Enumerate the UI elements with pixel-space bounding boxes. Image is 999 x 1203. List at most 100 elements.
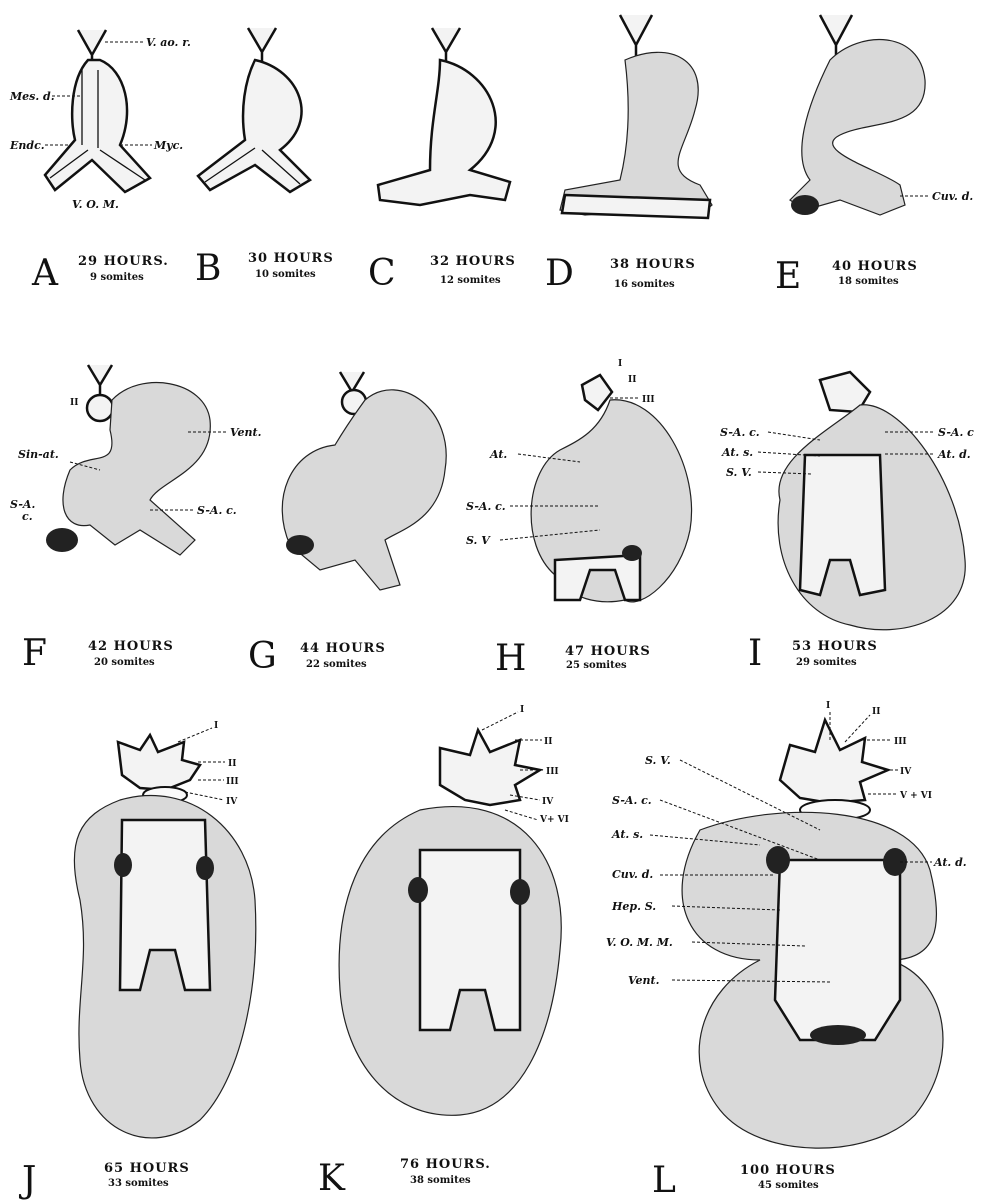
label-e-cuvd: Cuv. d. (900, 190, 973, 203)
figure-f (46, 365, 210, 555)
svg-text:Sin-at.: Sin-at. (18, 448, 59, 461)
stage-caption-f: F 42 HOURS 20 somites (22, 633, 174, 674)
stage-caption-g: G 44 HOURS 22 somites (248, 636, 386, 677)
svg-text:Myc.: Myc. (153, 139, 183, 152)
svg-text:53 HOURS: 53 HOURS (792, 639, 878, 654)
svg-text:III: III (642, 395, 655, 405)
svg-text:I: I (826, 701, 830, 711)
svg-text:V + VI: V + VI (899, 791, 932, 801)
svg-text:47 HOURS: 47 HOURS (565, 644, 651, 659)
svg-text:F: F (22, 633, 47, 674)
svg-text:D: D (545, 253, 574, 294)
svg-text:65 HOURS: 65 HOURS (104, 1161, 190, 1176)
svg-text:At.: At. (489, 448, 507, 461)
svg-text:29 somites: 29 somites (796, 657, 857, 668)
stage-caption-h: H 47 HOURS 25 somites (495, 638, 651, 679)
svg-text:Vent.: Vent. (628, 974, 660, 987)
svg-text:Cuv. d.: Cuv. d. (612, 868, 653, 881)
figure-g (282, 372, 446, 590)
figure-a (45, 30, 150, 192)
stage-caption-a: A 29 HOURS. 9 somites (31, 253, 169, 294)
svg-text:K: K (318, 1158, 346, 1199)
svg-text:V. O. M. M.: V. O. M. M. (606, 936, 673, 949)
stage-caption-d: D 38 HOURS 16 somites (545, 253, 696, 294)
svg-text:B: B (195, 248, 221, 289)
svg-text:III: III (894, 737, 907, 747)
svg-text:II: II (628, 375, 636, 385)
svg-text:32 HOURS: 32 HOURS (430, 254, 516, 269)
svg-text:18 somites: 18 somites (838, 276, 899, 287)
svg-text:Endc.: Endc. (9, 139, 45, 152)
svg-text:45 somites: 45 somites (758, 1180, 819, 1191)
svg-text:38 somites: 38 somites (410, 1175, 471, 1186)
svg-text:S-A. c.: S-A. c. (612, 794, 652, 807)
svg-text:V+ VI: V+ VI (539, 815, 569, 825)
svg-text:12 somites: 12 somites (440, 275, 501, 286)
svg-text:30 HOURS: 30 HOURS (248, 251, 334, 266)
svg-text:I: I (748, 633, 762, 674)
svg-text:I: I (520, 705, 524, 715)
svg-text:38 HOURS: 38 HOURS (610, 257, 696, 272)
svg-text:II: II (544, 737, 552, 747)
svg-text:42 HOURS: 42 HOURS (88, 639, 174, 654)
svg-text:G: G (248, 636, 277, 677)
figure-k (339, 730, 561, 1115)
svg-text:Vent.: Vent. (230, 426, 262, 439)
svg-text:IV: IV (226, 797, 238, 807)
svg-text:III: III (226, 777, 239, 787)
figure-j (74, 735, 255, 1138)
svg-text:9 somites: 9 somites (90, 272, 144, 283)
svg-text:III: III (546, 767, 559, 777)
svg-text:Hep. S.: Hep. S. (611, 900, 656, 913)
svg-text:40 HOURS: 40 HOURS (832, 259, 918, 274)
svg-text:Mes. d.: Mes. d. (9, 90, 55, 103)
svg-text:76 HOURS.: 76 HOURS. (400, 1157, 491, 1172)
svg-text:II: II (228, 759, 236, 769)
svg-text:10 somites: 10 somites (255, 269, 316, 280)
figure-b (198, 28, 310, 192)
figure-e (790, 15, 925, 215)
stage-caption-j: J 65 HOURS 33 somites (18, 1160, 190, 1201)
stage-caption-e: E 40 HOURS 18 somites (775, 256, 918, 297)
svg-text:22 somites: 22 somites (306, 659, 367, 670)
stage-caption-i: I 53 HOURS 29 somites (748, 633, 878, 674)
svg-text:S. V.: S. V. (726, 466, 752, 479)
svg-text:At. s.: At. s. (611, 828, 643, 841)
svg-text:V. ao. r.: V. ao. r. (146, 36, 191, 49)
svg-text:C: C (368, 253, 396, 294)
figure-h (531, 375, 691, 602)
svg-text:At. d.: At. d. (937, 448, 971, 461)
svg-text:S. V: S. V (466, 534, 491, 547)
svg-text:IV: IV (900, 767, 912, 777)
svg-text:II: II (70, 398, 78, 408)
figure-l (682, 720, 943, 1148)
svg-text:Cuv. d.: Cuv. d. (932, 190, 973, 203)
svg-text:At. s.: At. s. (721, 446, 753, 459)
svg-text:At. d.: At. d. (933, 856, 967, 869)
svg-text:A: A (31, 253, 59, 294)
svg-text:I: I (618, 359, 622, 369)
svg-text:S. V.: S. V. (645, 754, 671, 767)
svg-text:20 somites: 20 somites (94, 657, 155, 668)
figure-d (560, 15, 712, 218)
svg-text:44 HOURS: 44 HOURS (300, 641, 386, 656)
svg-text:c.: c. (22, 510, 33, 523)
svg-text:I: I (214, 721, 218, 731)
svg-text:E: E (775, 256, 801, 297)
svg-text:V. O. M.: V. O. M. (72, 198, 119, 211)
svg-text:S-A. c: S-A. c (938, 426, 974, 439)
svg-text:16 somites: 16 somites (614, 279, 675, 290)
svg-text:S-A. c.: S-A. c. (720, 426, 760, 439)
svg-text:H: H (495, 638, 526, 679)
figure-c (378, 28, 510, 205)
svg-text:S-A. c.: S-A. c. (197, 504, 237, 517)
stage-caption-b: B 30 HOURS 10 somites (195, 248, 334, 289)
svg-text:29 HOURS.: 29 HOURS. (78, 254, 169, 269)
svg-text:L: L (652, 1160, 676, 1201)
stage-caption-c: C 32 HOURS 12 somites (368, 253, 516, 294)
stage-caption-l: L 100 HOURS 45 somites (652, 1160, 836, 1201)
svg-text:IV: IV (542, 797, 554, 807)
svg-text:25 somites: 25 somites (566, 660, 627, 671)
figure-i (778, 372, 965, 630)
stage-caption-k: K 76 HOURS. 38 somites (318, 1157, 491, 1199)
